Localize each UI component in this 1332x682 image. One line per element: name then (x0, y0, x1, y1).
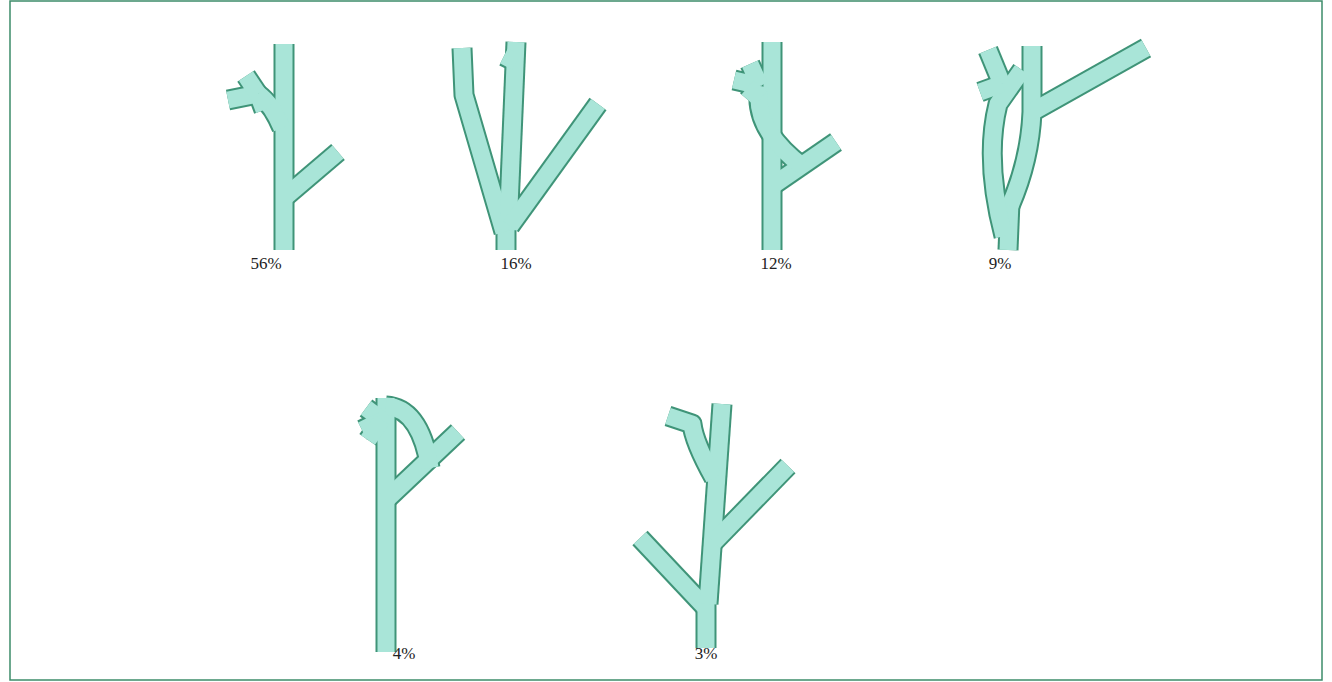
duct-variant (462, 42, 598, 250)
frame (10, 1, 1322, 680)
duct-variant (980, 46, 1146, 250)
duct-variant (362, 398, 458, 652)
percentage-label: 16% (500, 254, 531, 274)
duct-variant (228, 44, 338, 250)
percentage-label: 12% (760, 254, 791, 274)
duct-variant (228, 44, 338, 250)
percentage-label: 9% (989, 254, 1012, 274)
percentage-label: 4% (393, 644, 416, 664)
duct-variant (734, 42, 836, 250)
duct-variant (734, 42, 836, 250)
duct-variant (362, 398, 458, 652)
duct-variant (980, 46, 1146, 250)
duct-variant (640, 404, 788, 648)
percentage-label: 56% (250, 254, 281, 274)
duct-variant (462, 42, 598, 250)
duct-variant (640, 404, 788, 648)
percentage-label: 3% (695, 644, 718, 664)
